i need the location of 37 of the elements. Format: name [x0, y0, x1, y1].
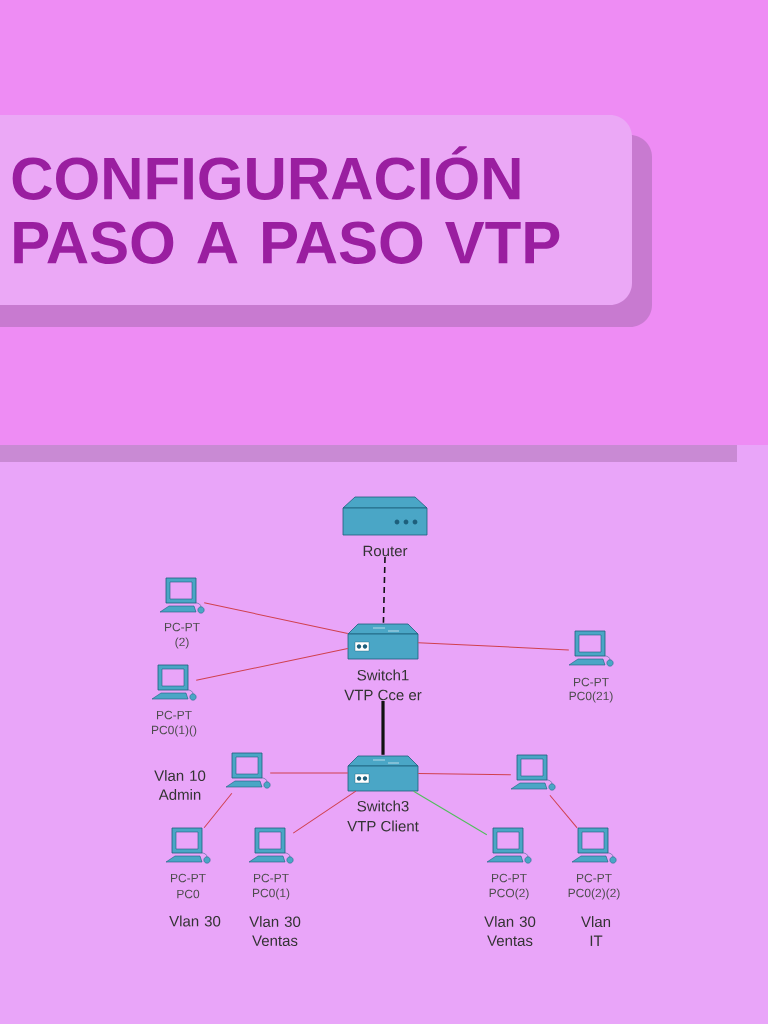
device-label: PC-PT	[254, 873, 289, 883]
device-label: PC-PT	[492, 873, 527, 883]
title-card: CONFIGURACIÓN PASO A PASO VTP	[0, 115, 652, 327]
device-label: Switch3	[357, 800, 409, 812]
connection-line	[381, 701, 385, 755]
device-label: PC0(2)(2)	[568, 888, 620, 900]
connection-line	[549, 794, 578, 829]
computer-icon	[510, 754, 556, 791]
connection-line	[417, 642, 570, 651]
device-label: (2)	[175, 637, 189, 649]
vlan-label: Vlan 30	[169, 915, 221, 927]
device-label: PC0(1)()	[152, 725, 197, 737]
device-label: VTP Client	[347, 820, 419, 832]
vlan-label: Vlan 10 Admin	[154, 770, 206, 800]
device-label: Router	[363, 545, 408, 557]
vlan-label: Vlan IT	[581, 916, 611, 946]
connection-line	[382, 556, 386, 624]
vlan-label: Vlan 30 Ventas	[249, 916, 301, 946]
device-label: PC-PT	[157, 710, 192, 720]
device-label: PC-PT	[171, 873, 206, 883]
device-label: PC0(21)	[569, 691, 613, 703]
connection-line	[269, 772, 349, 774]
connection-line	[203, 792, 233, 829]
device-label: Switch1	[357, 669, 409, 681]
connection-line	[417, 773, 512, 776]
device-label: PC-PT	[574, 677, 609, 687]
device-label: PC-PT	[577, 873, 612, 883]
connection-line	[413, 790, 488, 836]
connection-line	[195, 647, 349, 681]
connection-line	[292, 790, 357, 834]
device-label: PCO(2)	[489, 888, 529, 900]
vlan-label: Vlan 30 Ventas	[484, 916, 536, 946]
device-label: VTP Cce er	[344, 689, 422, 701]
device-label: PC0(1)	[253, 888, 290, 900]
connection-line	[203, 602, 349, 634]
device-label: PC0	[177, 889, 200, 899]
device-label: PC-PT	[165, 622, 200, 632]
